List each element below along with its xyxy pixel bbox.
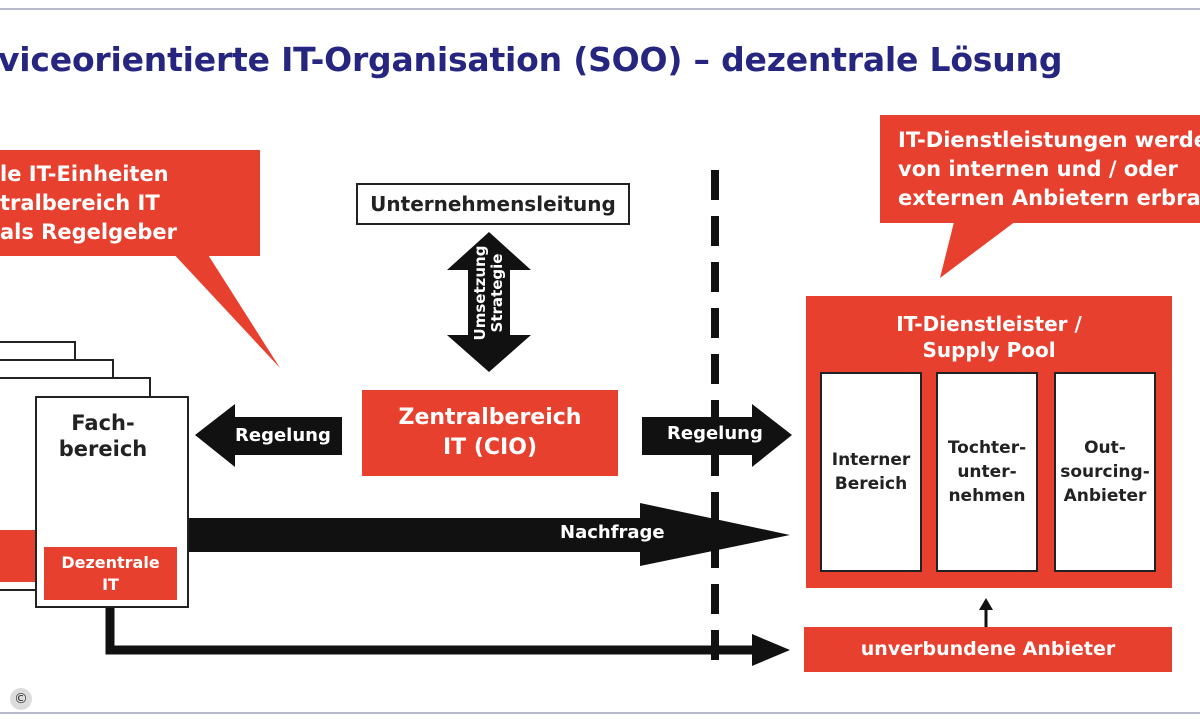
management-box: Unternehmensleitung (356, 183, 630, 225)
umsetzung-label: Umsetzung (471, 245, 489, 341)
bottom-connector-line (105, 608, 760, 655)
top-border (0, 8, 1200, 10)
left-callout-bubble (0, 150, 260, 256)
left-callout-tail (170, 250, 280, 368)
small-up-arrowhead (979, 598, 993, 610)
bottom-border (0, 712, 1200, 714)
demand-arrow (188, 503, 790, 566)
right-regelung-arrow (642, 404, 792, 467)
left-regelung-arrow (195, 404, 342, 467)
decentral-it-box: Dezentrale IT (44, 547, 177, 600)
outsourcing-providers-column: Out- sourcing- Anbieter (1054, 372, 1156, 572)
strategie-label: Strategie (488, 253, 506, 333)
left-regelung-label: Regelung (235, 425, 331, 446)
right-regelung-label: Regelung (667, 423, 763, 444)
central-it-box: Zentralbereich IT (CIO) (362, 390, 618, 476)
provider-pool-title-line-2: Supply Pool (922, 338, 1056, 362)
provider-pool-title-line-1: IT-Dienstleister / (896, 312, 1082, 336)
central-box-line-1: Zentralbereich (398, 405, 582, 430)
department-sheet-back-red (0, 530, 35, 582)
right-callout-line-2: von internen und / oder (898, 157, 1178, 181)
vertical-double-arrow (447, 232, 531, 372)
left-callout-line-3: als Regelgeber (0, 220, 177, 244)
department-title: Fach- bereich (37, 410, 169, 462)
right-callout-tail (940, 218, 1020, 278)
unaffiliated-providers-box: unverbundene Anbieter (804, 627, 1172, 672)
right-callout-bubble (880, 115, 1200, 223)
demand-label: Nachfrage (560, 522, 665, 543)
decentral-it-line-2: IT (102, 575, 119, 594)
subsidiaries-column: Tochter- unter- nehmen (936, 372, 1038, 572)
bottom-connector-arrowhead (752, 634, 790, 666)
central-box-line-2: IT (CIO) (443, 435, 537, 460)
diagram-title: viceorientierte IT-Organisation (SOO) – … (0, 40, 1063, 79)
internal-area-column: Interner Bereich (820, 372, 922, 572)
right-callout-text: IT-Dienstleistungen werden von internen … (898, 126, 1200, 213)
management-box-label: Unternehmensleitung (370, 192, 616, 216)
right-callout-line-1: IT-Dienstleistungen werden (898, 128, 1200, 152)
department-title-line-2: bereich (58, 437, 148, 461)
department-title-line-1: Fach- (71, 411, 135, 435)
provider-pool-title: IT-Dienstleister / Supply Pool (806, 311, 1172, 363)
left-callout-line-2: tralbereich IT (0, 191, 160, 215)
right-callout-line-3: externen Anbietern erbrach (898, 186, 1200, 210)
decentral-it-line-1: Dezentrale (61, 553, 160, 572)
copyright-icon: © (10, 688, 32, 710)
left-callout-text: le IT-Einheiten tralbereich IT als Regel… (0, 160, 177, 247)
left-callout-line-1: le IT-Einheiten (0, 162, 169, 186)
